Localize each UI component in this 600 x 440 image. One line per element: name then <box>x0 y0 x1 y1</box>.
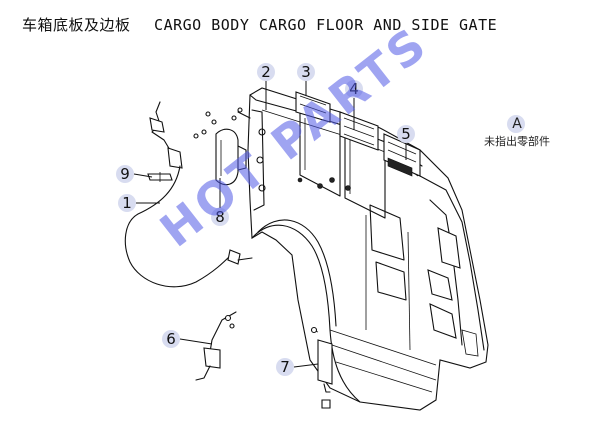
callout-3-label: 3 <box>301 63 311 81</box>
title-chinese: 车箱底板及边板 <box>22 16 131 34</box>
cargo-body-side-panel <box>247 87 489 411</box>
note-unlisted-parts: A 未指出零部件 <box>462 116 572 149</box>
note-description: 未指出零部件 <box>484 135 550 148</box>
lower-cable-lever <box>195 311 237 381</box>
callout-2-label: 2 <box>261 63 271 81</box>
callout-5-label: 5 <box>401 125 411 143</box>
callout-1: 1 <box>118 194 136 212</box>
callout-1-label: 1 <box>122 194 132 212</box>
leader-lines <box>133 81 407 368</box>
callout-5: 5 <box>397 125 415 143</box>
callout-9-label: 9 <box>120 165 130 183</box>
diagram-title: 车箱底板及边板 CARGO BODY CARGO FLOOR AND SIDE … <box>22 14 497 35</box>
callout-a-marker <box>507 115 525 133</box>
callout-4: 4 <box>345 80 363 98</box>
callout-8: 8 <box>211 208 229 226</box>
callout-6: 6 <box>162 330 180 348</box>
callout-3: 3 <box>297 63 315 81</box>
fasteners <box>193 107 251 139</box>
callout-4-label: 4 <box>349 80 359 98</box>
note-letter: A <box>512 116 522 132</box>
callout-6-label: 6 <box>166 330 176 348</box>
callout-7-label: 7 <box>280 358 290 376</box>
cable-clip <box>147 172 173 182</box>
title-english: CARGO BODY CARGO FLOOR AND SIDE GATE <box>154 16 498 34</box>
callout-2: 2 <box>257 63 275 81</box>
rear-support-bracket <box>310 326 333 409</box>
release-cable <box>124 101 253 288</box>
callout-7: 7 <box>276 358 294 376</box>
callout-9: 9 <box>116 165 134 183</box>
fuel-filler-door <box>215 128 247 186</box>
callout-8-label: 8 <box>215 208 225 226</box>
